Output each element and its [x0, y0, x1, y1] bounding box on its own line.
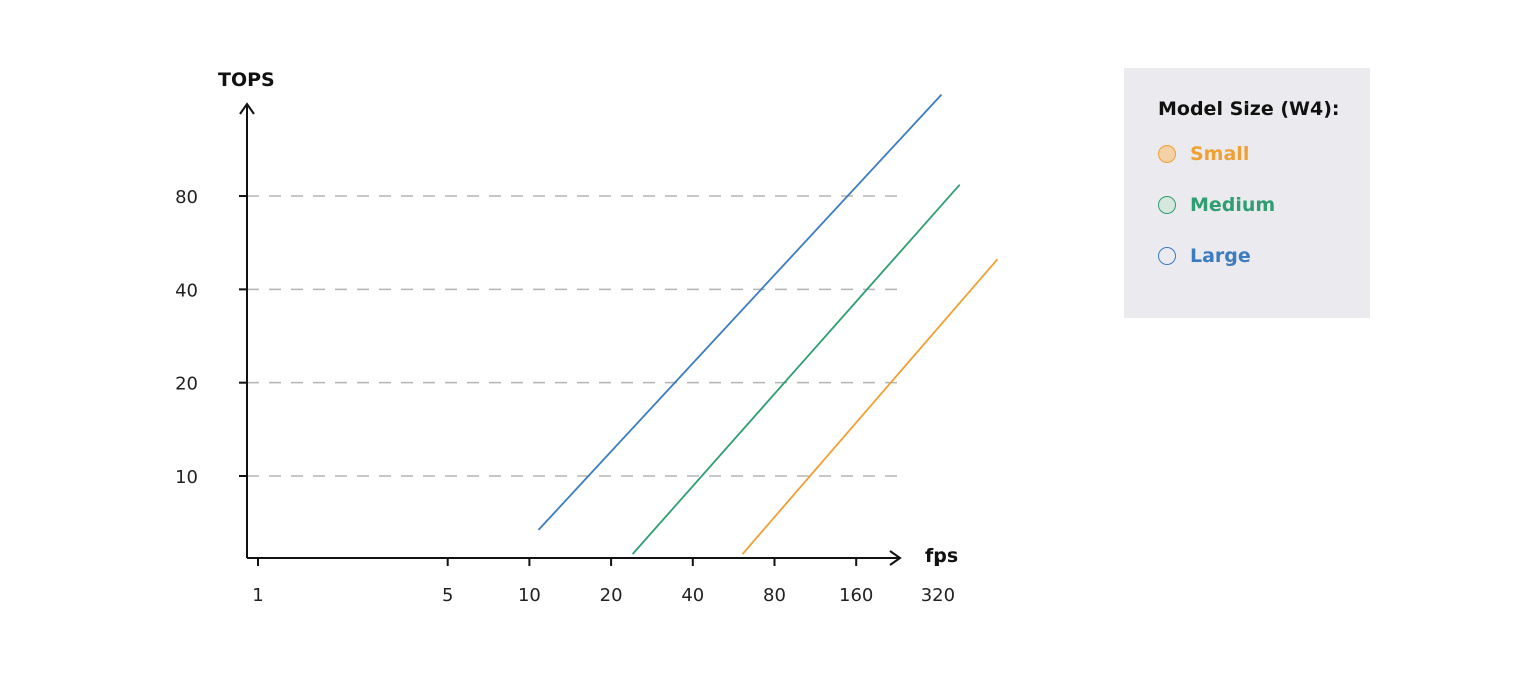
x-axis-arrow — [889, 550, 902, 566]
legend-label: Large — [1190, 245, 1251, 267]
legend-item-large: Large — [1158, 244, 1370, 268]
legend-item-medium: Medium — [1158, 193, 1370, 217]
y-tick-label-20: 20 — [175, 374, 198, 395]
legend-swatch-icon — [1158, 196, 1176, 214]
y-ticks: 10 20 40 80 — [175, 187, 247, 488]
y-tick-label-10: 10 — [175, 467, 198, 488]
legend-item-small: Small — [1158, 142, 1370, 166]
grid-lines — [247, 195, 905, 477]
x-tick-label-5: 5 — [442, 585, 453, 606]
x-tick-label-40: 40 — [681, 585, 704, 606]
x-tick-label-1: 1 — [252, 585, 263, 606]
y-tick-label-40: 40 — [175, 280, 198, 301]
y-tick-label-80: 80 — [175, 187, 198, 208]
legend-swatch-icon — [1158, 247, 1176, 265]
legend-title: Model Size (W4): — [1158, 98, 1340, 120]
series-line-large — [537, 93, 943, 531]
x-ticks: 1 5 10 20 40 80 160 320 — [252, 558, 955, 606]
legend-label: Small — [1190, 143, 1250, 165]
series-line-small — [741, 258, 999, 555]
y-axis-arrow — [239, 102, 255, 115]
y-axis-title: TOPS — [218, 69, 275, 91]
x-tick-label-80: 80 — [763, 585, 786, 606]
x-tick-label-160: 160 — [839, 585, 873, 606]
x-tick-label-10: 10 — [518, 585, 541, 606]
x-axis-title: fps — [925, 545, 958, 567]
x-tick-label-320: 320 — [921, 585, 955, 606]
series-line-medium — [631, 184, 961, 555]
series-lines — [537, 93, 999, 555]
axes — [239, 102, 902, 566]
legend-swatch-icon — [1158, 145, 1176, 163]
x-tick-label-20: 20 — [600, 585, 623, 606]
legend-label: Medium — [1190, 194, 1276, 216]
